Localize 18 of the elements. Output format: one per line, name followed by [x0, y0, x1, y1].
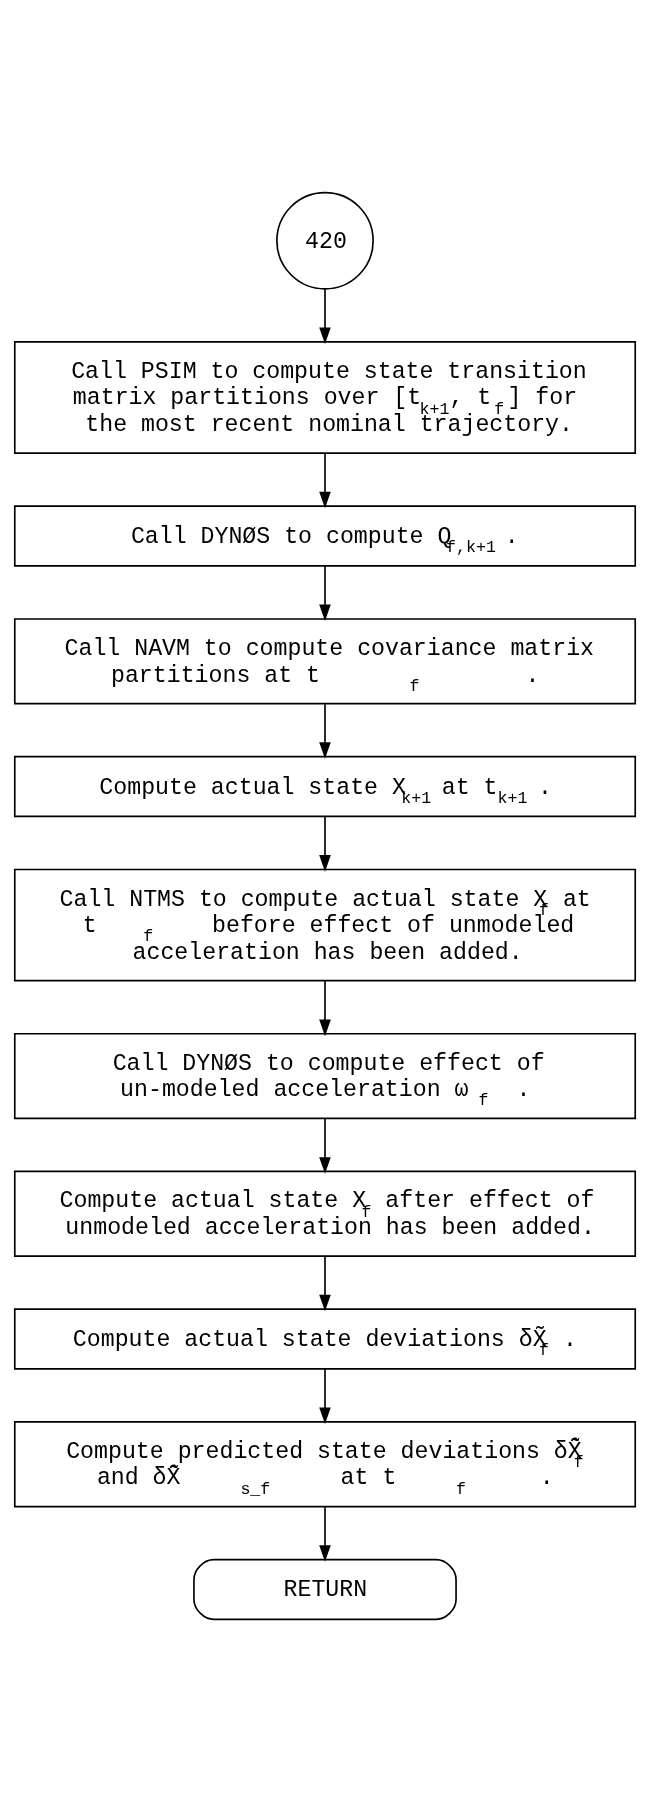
arrow [319, 452, 331, 508]
arrow [319, 1505, 331, 1562]
arrow [319, 1117, 331, 1174]
node-box: Compute actual state deviations δX̃$_{f}$ . [13, 1307, 637, 1370]
node-circle: 420 [276, 191, 374, 290]
node-box: Call DYNØS to compute effect of un-modeled acceleration ω$_{f}$ . [13, 1032, 637, 1119]
node-box: Call DYNØS to compute Q$_{f,k+1}$ . [13, 504, 637, 567]
node-box: Compute actual state X$_{f}$ after effect of unmodeled acceleration has been added. [13, 1170, 637, 1257]
arrow [319, 1255, 331, 1311]
arrow [319, 815, 331, 872]
arrow [319, 287, 331, 344]
arrow [319, 564, 331, 621]
arrow [319, 979, 331, 1036]
arrow [319, 1367, 331, 1424]
arrow [319, 702, 331, 759]
node-box: RETURN [193, 1558, 457, 1620]
node-box: Call PSIM to compute state transition matrix partitions over [t$_{k+1}$, t$_{f}$] for the most recent nominal trajectory. [13, 340, 637, 454]
node-box: Compute actual state X$_{k+1}$ at t$_{k+1}$ . [13, 755, 637, 817]
